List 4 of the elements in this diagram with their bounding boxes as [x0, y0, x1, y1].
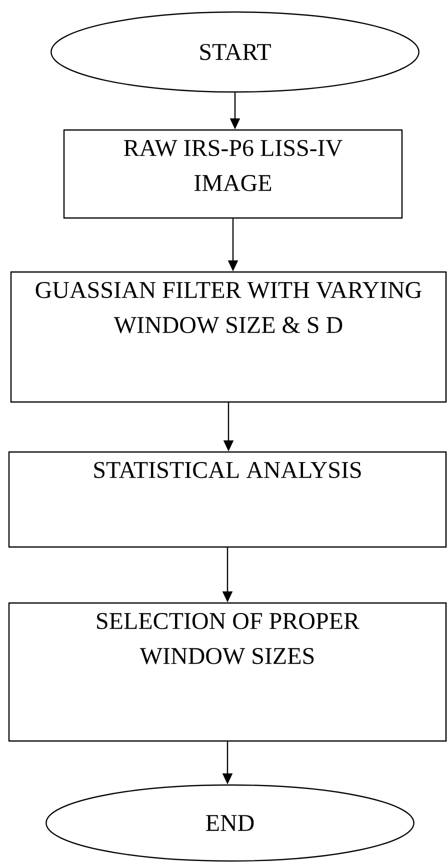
- process-box: RAW IRS-P6 LISS-IV IMAGE: [63, 129, 403, 219]
- process-box: GUASSIAN FILTER WITH VARYING WINDOW SIZE & S D: [10, 271, 447, 403]
- process-box: SELECTION OF PROPER WINDOW SIZES: [8, 602, 447, 742]
- process-box: STATISTICAL ANALYSIS: [8, 451, 447, 548]
